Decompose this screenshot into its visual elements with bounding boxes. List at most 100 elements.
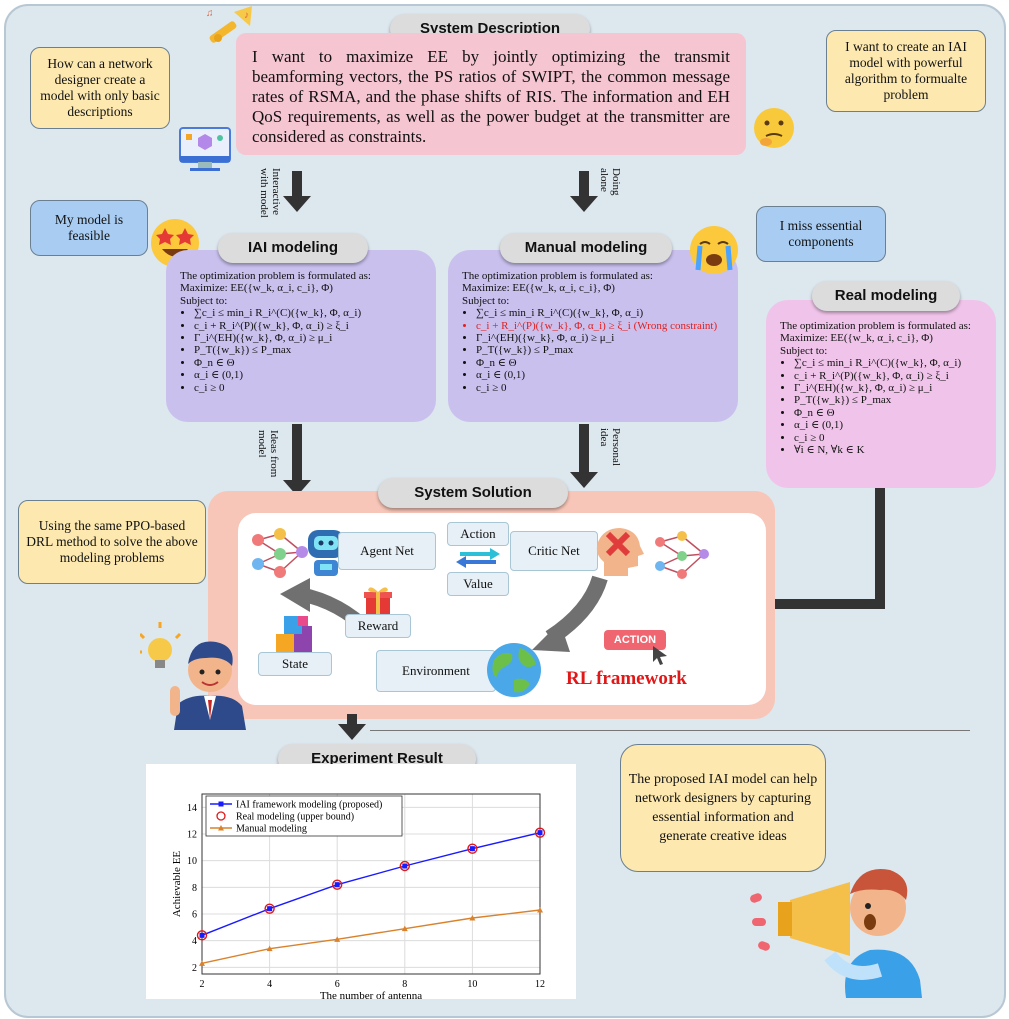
arrow-to-experiment <box>347 714 357 726</box>
iai-modeling-panel: The optimization problem is formulated a… <box>166 250 436 422</box>
data-point-triangle <box>401 925 408 932</box>
ideas-label: Ideas from model <box>256 430 280 478</box>
real-constraint: Γ_i^(EH)({w_k}, Φ, α_i) ≥ μ_i <box>794 382 984 394</box>
x-tick-label: 2 <box>200 979 205 990</box>
y-tick-label: 14 <box>187 803 197 814</box>
x-tick-label: 8 <box>402 979 407 990</box>
manual-constraint: Γ_i^(EH)({w_k}, Φ, α_i) ≥ μ_i <box>476 332 726 344</box>
manual-modeling-panel: The optimization problem is formulated a… <box>448 250 738 422</box>
manual-modeling-title: Manual modeling <box>500 233 672 263</box>
ppo-bubble: Using the same PPO-based DRL method to s… <box>18 500 206 584</box>
iai-constraint: c_i ≥ 0 <box>194 382 424 394</box>
critic-net-box: Critic Net <box>510 531 598 571</box>
manual-constraint: P_T({w_k}) ≤ P_max <box>476 344 726 356</box>
cubes-icon <box>276 616 312 652</box>
data-point-square <box>267 906 273 912</box>
svg-text:♫: ♫ <box>206 8 214 19</box>
reward-box: Reward <box>345 614 411 638</box>
iai-intro: The optimization problem is formulated a… <box>180 270 371 282</box>
data-point-triangle <box>199 960 205 966</box>
arrow-to-iai <box>292 171 302 197</box>
x-tick-label: 12 <box>535 979 545 990</box>
crying-face-icon <box>690 226 738 274</box>
data-point-circle <box>534 827 546 838</box>
y-tick-label: 4 <box>192 936 197 947</box>
real-constraint: c_i + R_i^(P)({w_k}, Φ, α_i) ≥ ξ_i <box>794 370 984 382</box>
neural-network-icon <box>252 528 308 578</box>
arrowhead-personal <box>570 472 598 488</box>
legend-label: Real modeling (upper bound) <box>236 812 354 823</box>
arrow-to-manual <box>579 171 589 197</box>
divider-line <box>370 730 970 731</box>
data-point-square <box>537 830 543 836</box>
legend-label: IAI framework modeling (proposed) <box>236 800 382 811</box>
data-point-square <box>199 932 205 938</box>
x-tick-label: 6 <box>335 979 340 990</box>
arrowhead-to-iai <box>283 196 311 212</box>
manual-constraints-list: ∑c_i ≤ min_i R_i^(C)({w_k}, Φ, α_i) c_i … <box>462 307 726 394</box>
real-constraint: Φ_n ∈ Θ <box>794 407 984 419</box>
arrowhead-to-experiment <box>338 724 366 740</box>
plot-frame <box>201 793 541 975</box>
alone-label: Doing alone <box>598 168 622 196</box>
legend-marker-triangle <box>218 825 224 831</box>
arrow-personal <box>579 424 589 474</box>
iai-constraint: Φ_n ∈ Θ <box>194 357 424 369</box>
manual-constraint: ∑c_i ≤ min_i R_i^(C)({w_k}, Φ, α_i) <box>476 307 726 319</box>
real-constraint: c_i ≥ 0 <box>794 432 984 444</box>
manual-wrong-formula: c_i + R_i^(P)({w_k}, Φ, α_i) ≥ ξ_i <box>476 319 631 332</box>
real-modeling-title: Real modeling <box>812 281 960 311</box>
real-intro: The optimization problem is formulated a… <box>780 320 971 332</box>
neural-network-icon-right <box>655 531 709 579</box>
series-line <box>201 909 541 965</box>
data-point-triangle <box>266 945 273 952</box>
iai-constraint: c_i + R_i^(P)({w_k}, Φ, α_i) ≥ ξ_i <box>194 320 424 332</box>
iai-constraint: P_T({w_k}) ≤ P_max <box>194 344 424 356</box>
interactive-label: Interactive with model <box>258 168 282 218</box>
real-maximize: Maximize: EE({w_k, α_i, c_i}, Φ) <box>780 332 933 345</box>
y-tick-label: 8 <box>192 883 197 894</box>
manual-constraint: α_i ∈ (0,1) <box>476 369 726 381</box>
real-subject: Subject to: <box>780 344 828 357</box>
real-constraint: α_i ∈ (0,1) <box>794 419 984 431</box>
manual-wrong-constraint: c_i + R_i^(P)({w_k}, Φ, α_i) ≥ ξ_i (Wron… <box>476 320 726 332</box>
arrow-ideas <box>292 424 302 482</box>
megaphone-person-icon <box>750 869 922 998</box>
curved-arrows <box>280 575 608 652</box>
iai-constraints-list: ∑c_i ≤ min_i R_i^(C)({w_k}, Φ, α_i) c_i … <box>180 307 424 394</box>
data-point-circle <box>331 879 343 890</box>
globe-icon <box>487 643 541 697</box>
feasible-bubble: My model is feasible <box>30 200 148 256</box>
data-point-square <box>469 846 475 852</box>
real-constraint: P_T({w_k}) ≤ P_max <box>794 394 984 406</box>
thinking-face-icon <box>754 108 794 148</box>
y-tick-label: 2 <box>192 963 197 974</box>
conclusion-bubble: The proposed IAI model can help network … <box>620 744 826 872</box>
x-tick-label: 10 <box>467 979 477 990</box>
x-tick-label: 4 <box>267 979 272 990</box>
system-description-text: I want to maximize EE by jointly optimiz… <box>236 33 746 155</box>
rl-framework-title: RL framework <box>566 668 687 689</box>
legend-marker-circle <box>216 811 226 821</box>
iai-wish-bubble: I want to create an IAI model with power… <box>826 30 986 112</box>
legend-box <box>205 795 403 837</box>
series-line <box>201 831 541 936</box>
wrong-constraint-note: (Wrong constraint) <box>633 319 718 332</box>
data-point-triangle <box>537 907 543 913</box>
real-constraint: ∀i ∈ N, ∀k ∈ K <box>794 444 984 456</box>
iai-maximize: Maximize: EE({w_k, α_i, c_i}, Φ) <box>180 282 333 295</box>
manual-intro: The optimization problem is formulated a… <box>462 270 653 282</box>
iai-subject: Subject to: <box>180 294 228 307</box>
missing-bubble: I miss essential components <box>756 206 886 262</box>
legend-label: Manual modeling <box>236 824 307 835</box>
cursor-icon <box>653 646 667 665</box>
personal-label: Personal idea <box>598 428 622 466</box>
data-point-square <box>402 863 408 869</box>
data-point-square <box>334 882 340 888</box>
real-modeling-panel: The optimization problem is formulated a… <box>766 300 996 488</box>
svg-text:♪: ♪ <box>244 10 249 21</box>
state-box: State <box>258 652 332 676</box>
environment-box: Environment <box>376 650 496 692</box>
